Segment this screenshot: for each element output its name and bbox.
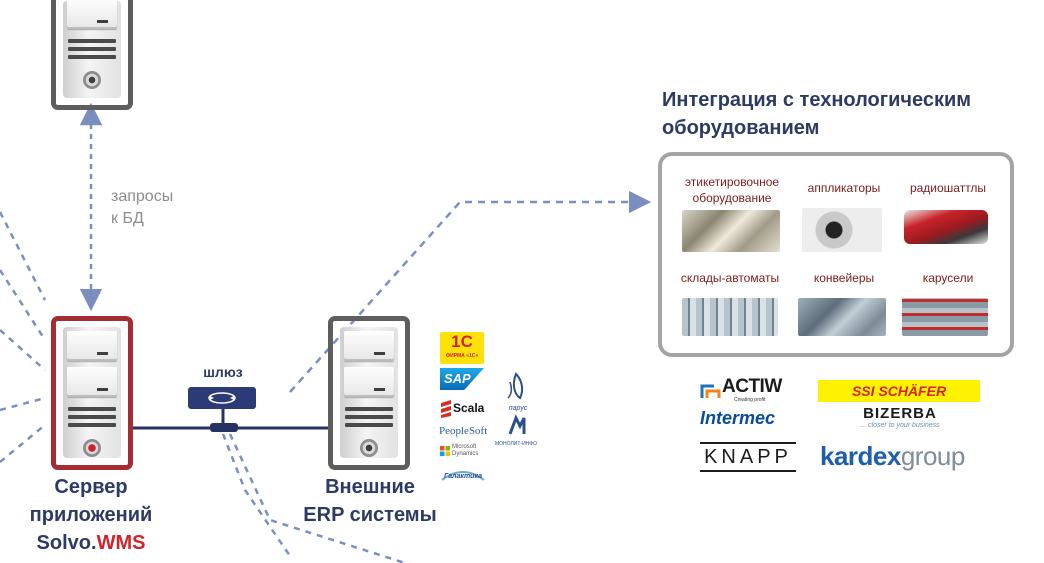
app-server-icon: [51, 316, 133, 470]
kardex-logo: kardexgroup: [820, 441, 965, 471]
galaktika-logo: Галактика: [441, 471, 485, 481]
gateway-label: шлюз: [203, 364, 243, 380]
applicator-photo-icon: [802, 208, 882, 252]
erp-caption: Внешние ERP системы: [303, 476, 437, 526]
database-server-icon: [51, 0, 133, 110]
knapp-logo: KNAPP: [700, 442, 796, 472]
1c-logo: 1С ФИРМА «1С»: [440, 332, 484, 364]
intermec-logo: Intermec: [700, 408, 776, 428]
ssi-schaefer-logo: SSI SCHÄFER: [818, 380, 980, 402]
gateway-down-line-a: [221, 433, 292, 557]
conveyor-photo-icon: [798, 298, 886, 336]
db-queries-label: запросы к БД: [111, 188, 174, 227]
radio-shuttle-photo-icon: [904, 210, 988, 244]
actiw-logo: ACTIW Creating profit: [700, 376, 798, 406]
gateway-icon: [188, 387, 256, 409]
integration-title: Интеграция с технологическим оборудовани…: [662, 89, 972, 139]
automated-warehouse-photo-icon: [682, 298, 778, 336]
labeling-equipment-photo-icon: [682, 210, 780, 252]
carousel-photo-icon: [902, 298, 988, 336]
equipment-label-shuttles: радиошаттлы: [909, 181, 987, 195]
microsoft-dynamics-logo: Microsoft Dynamics: [440, 443, 488, 459]
equipment-label-labeling: этикетировочное оборудование: [684, 175, 780, 205]
equipment-label-carousels: карусели: [922, 271, 974, 285]
bizerba-logo: BIZERBA ... closer to your business: [860, 405, 940, 429]
monolit-logo: МОНОЛИТ-ИНФО: [494, 414, 538, 447]
peoplesoft-logo: PeopleSoft: [439, 425, 488, 437]
equipment-label-applicators: аппликаторы: [807, 181, 881, 195]
app-server-caption: Сервер приложений Solvo.WMS: [29, 476, 153, 554]
equipment-label-automated-warehouses: склады-автоматы: [680, 271, 780, 285]
equipment-label-conveyors: конвейеры: [813, 271, 875, 285]
scala-logo: Scala: [440, 400, 490, 418]
erp-server-icon: [328, 316, 410, 470]
parus-logo: парус: [502, 372, 534, 412]
